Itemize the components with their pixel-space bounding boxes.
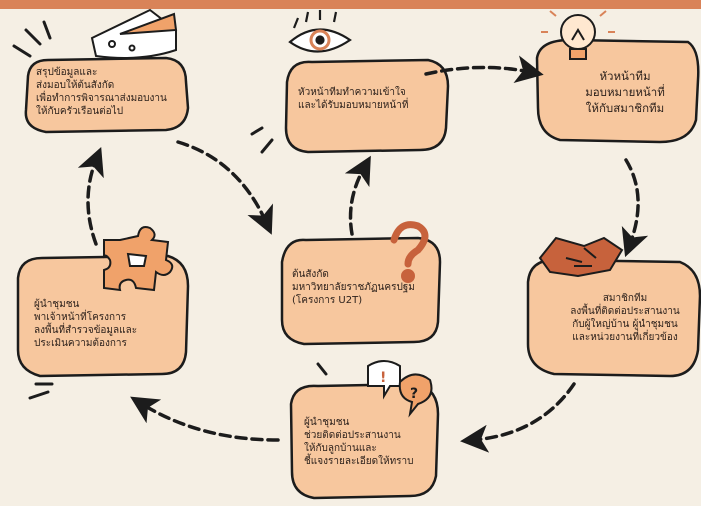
step-box-affiliation xyxy=(280,236,442,346)
step-box-leader-coordinate xyxy=(289,382,440,500)
step-text-leader-understand: หัวหน้าทีมทำความเข้าใจ และได้รับมอบหมายห… xyxy=(298,87,409,111)
arrow-affiliation-to-leader-understand xyxy=(344,155,371,236)
lightbulb-icon xyxy=(541,2,615,60)
arrow-leader-understand-to-leader-assign xyxy=(424,55,544,83)
step-box-leader-assign xyxy=(535,38,700,144)
arrow-leader-coordinate-to-guide-staff xyxy=(130,396,280,442)
question-mark-icon xyxy=(390,221,429,283)
step-box-leader-understand xyxy=(284,58,450,154)
handshake-icon xyxy=(538,236,624,278)
arrow-members-contact-to-leader-coordinate xyxy=(460,382,576,453)
arrow-leader-assign-to-members-contact xyxy=(621,158,649,258)
step-text-affiliation: ต้นสังกัด มหาวิทยาลัยราชภัฏนครปฐม (โครงก… xyxy=(292,269,415,306)
puzzle-icon xyxy=(103,226,174,292)
eye-icon xyxy=(288,10,352,53)
step-box-summary xyxy=(24,56,190,134)
step-text-leader-assign: หัวหน้าทีม มอบหมายหน้าที่ ให้กับสมาชิกที… xyxy=(585,69,665,115)
step-text-leader-coordinate: ผู้นำชุมชน ช่วยติดต่อประสานงาน ให้กับลูก… xyxy=(304,417,414,467)
top-accent-bar xyxy=(0,0,701,9)
decorative-strokes xyxy=(12,20,328,400)
step-text-members-contact: สมาชิกทีม ลงพื้นที่ติดต่อประสานงาน กับผู… xyxy=(570,293,680,343)
speech-bubbles-icon: ! ? xyxy=(367,360,433,418)
arrow-summary-to-affiliation xyxy=(176,140,273,235)
arrow-guide-staff-to-summary xyxy=(77,146,104,246)
svg-text:?: ? xyxy=(410,386,418,402)
step-text-guide-staff: ผู้นำชุมชน พาเจ้าหน้าที่โครงการ ลงพื้นที… xyxy=(34,299,138,349)
svg-text:!: ! xyxy=(380,370,386,386)
cheese-icon xyxy=(90,8,178,59)
step-text-summary: สรุปข้อมูลและ ส่งมอบให้ต้นสังกัด เพื่อทำ… xyxy=(36,67,167,117)
